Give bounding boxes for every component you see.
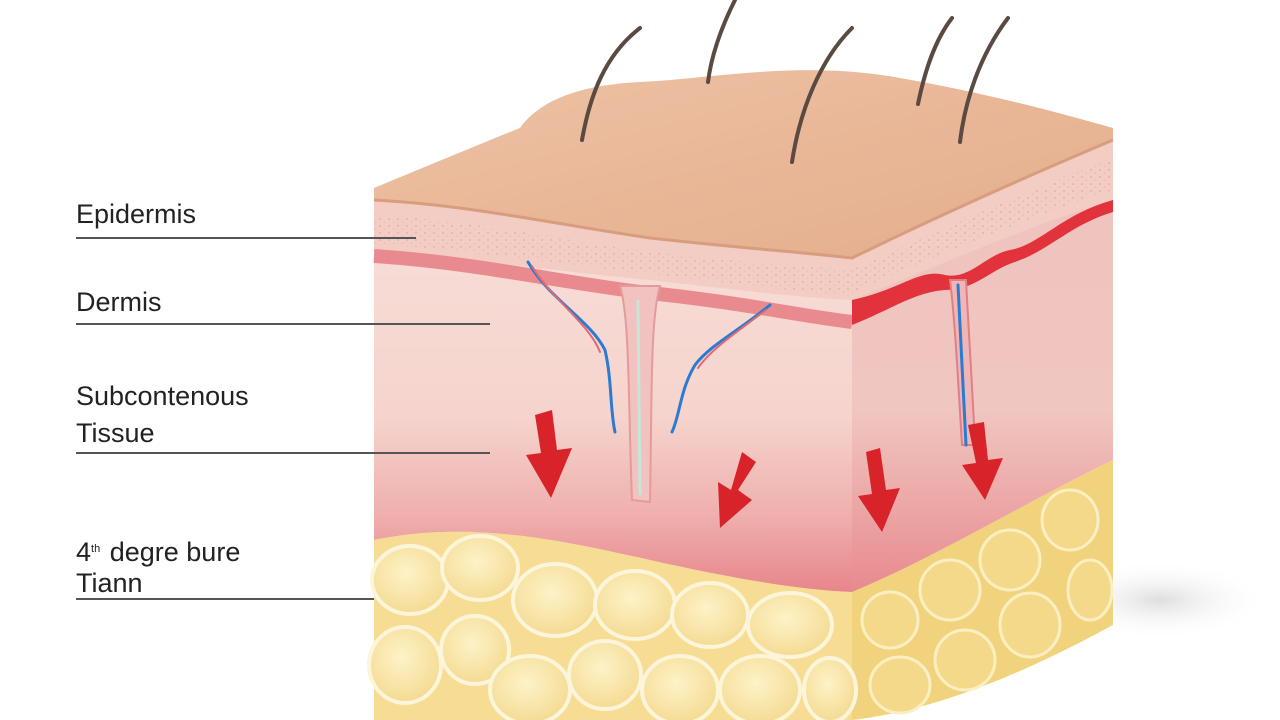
arrow-down-icon: [962, 422, 1003, 500]
label-burn-number: 4: [76, 537, 92, 567]
arrow-down-icon: [858, 448, 900, 532]
label-subcutaneous-line2: Tissue: [76, 418, 155, 448]
arrow-down-icon: [526, 410, 572, 498]
label-subcutaneous: Subcontenous Tissue: [76, 378, 249, 452]
label-subcutaneous-line1: Subcontenous: [76, 381, 249, 411]
leader-burn: [76, 598, 374, 600]
label-burn-superscript: th: [91, 543, 101, 555]
blood-vessels: [526, 260, 968, 447]
leader-subcutaneous: [76, 452, 490, 454]
fat-cells-side: [860, 488, 1114, 715]
fat-cells: [367, 534, 858, 720]
label-dermis-text: Dermis: [76, 287, 162, 317]
label-burn-line2: Tiann: [76, 568, 143, 598]
burn-arrows: [526, 410, 1003, 532]
label-dermis: Dermis: [76, 284, 162, 321]
label-epidermis-text: Epidermis: [76, 199, 197, 229]
label-burn-line1: 4th degre bure: [76, 534, 240, 571]
leader-dermis: [76, 323, 490, 325]
hairs: [580, 0, 1010, 164]
leader-epidermis: [76, 237, 416, 239]
skin-surface: [374, 70, 1113, 258]
label-epidermis: Epidermis: [76, 196, 196, 233]
label-burn: 4th degre bure Tiann: [76, 534, 240, 602]
burn-zone-side: [852, 200, 1113, 325]
arrow-down-icon: [718, 452, 756, 528]
label-burn-rest: degre bure: [109, 537, 241, 567]
